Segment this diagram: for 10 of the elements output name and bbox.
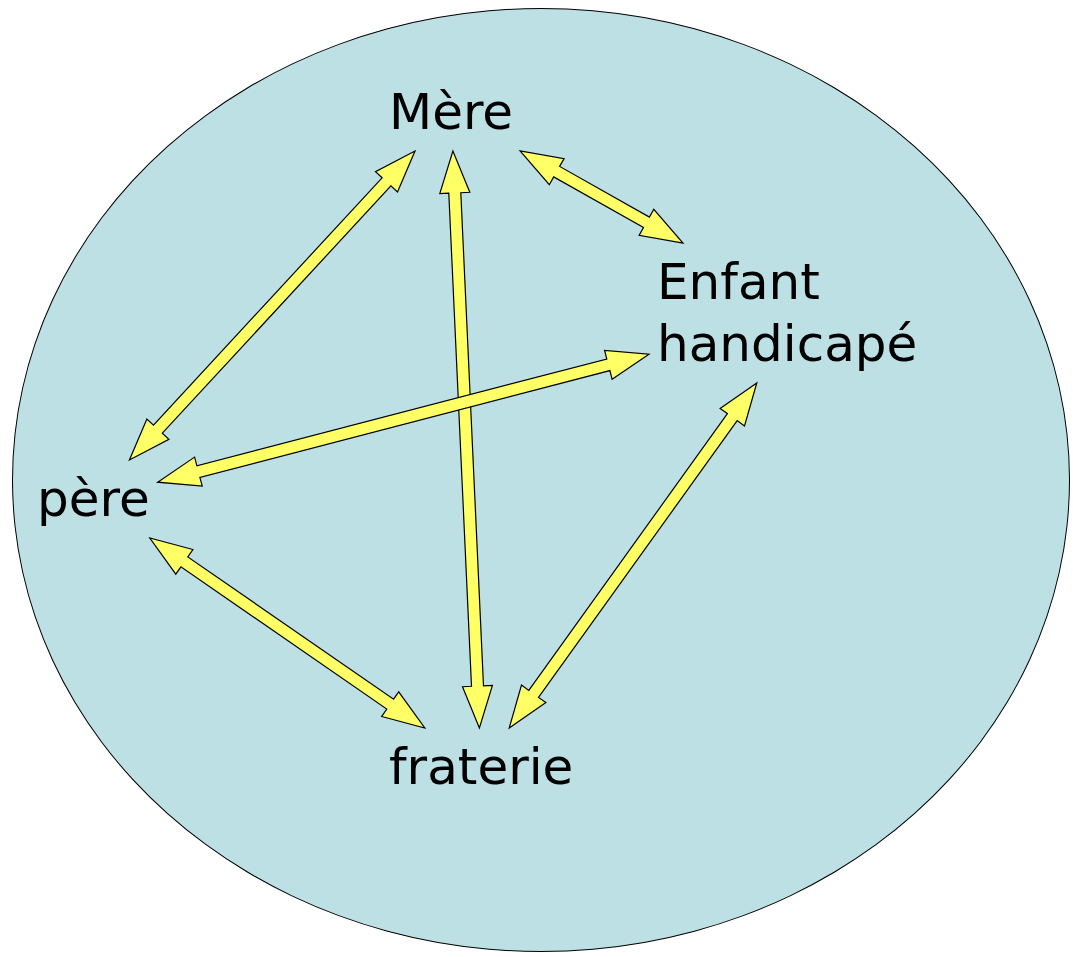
node-label: fraterie xyxy=(389,736,574,798)
node-label: père xyxy=(37,468,150,530)
double-arrow xyxy=(128,149,417,462)
double-arrow xyxy=(438,149,494,730)
double-arrow xyxy=(155,349,651,487)
double-arrow xyxy=(508,381,758,730)
node-label: Mère xyxy=(389,81,514,143)
double-arrow xyxy=(518,150,685,244)
node-label: Enfant handicapé xyxy=(657,251,957,375)
double-arrow xyxy=(148,537,427,729)
